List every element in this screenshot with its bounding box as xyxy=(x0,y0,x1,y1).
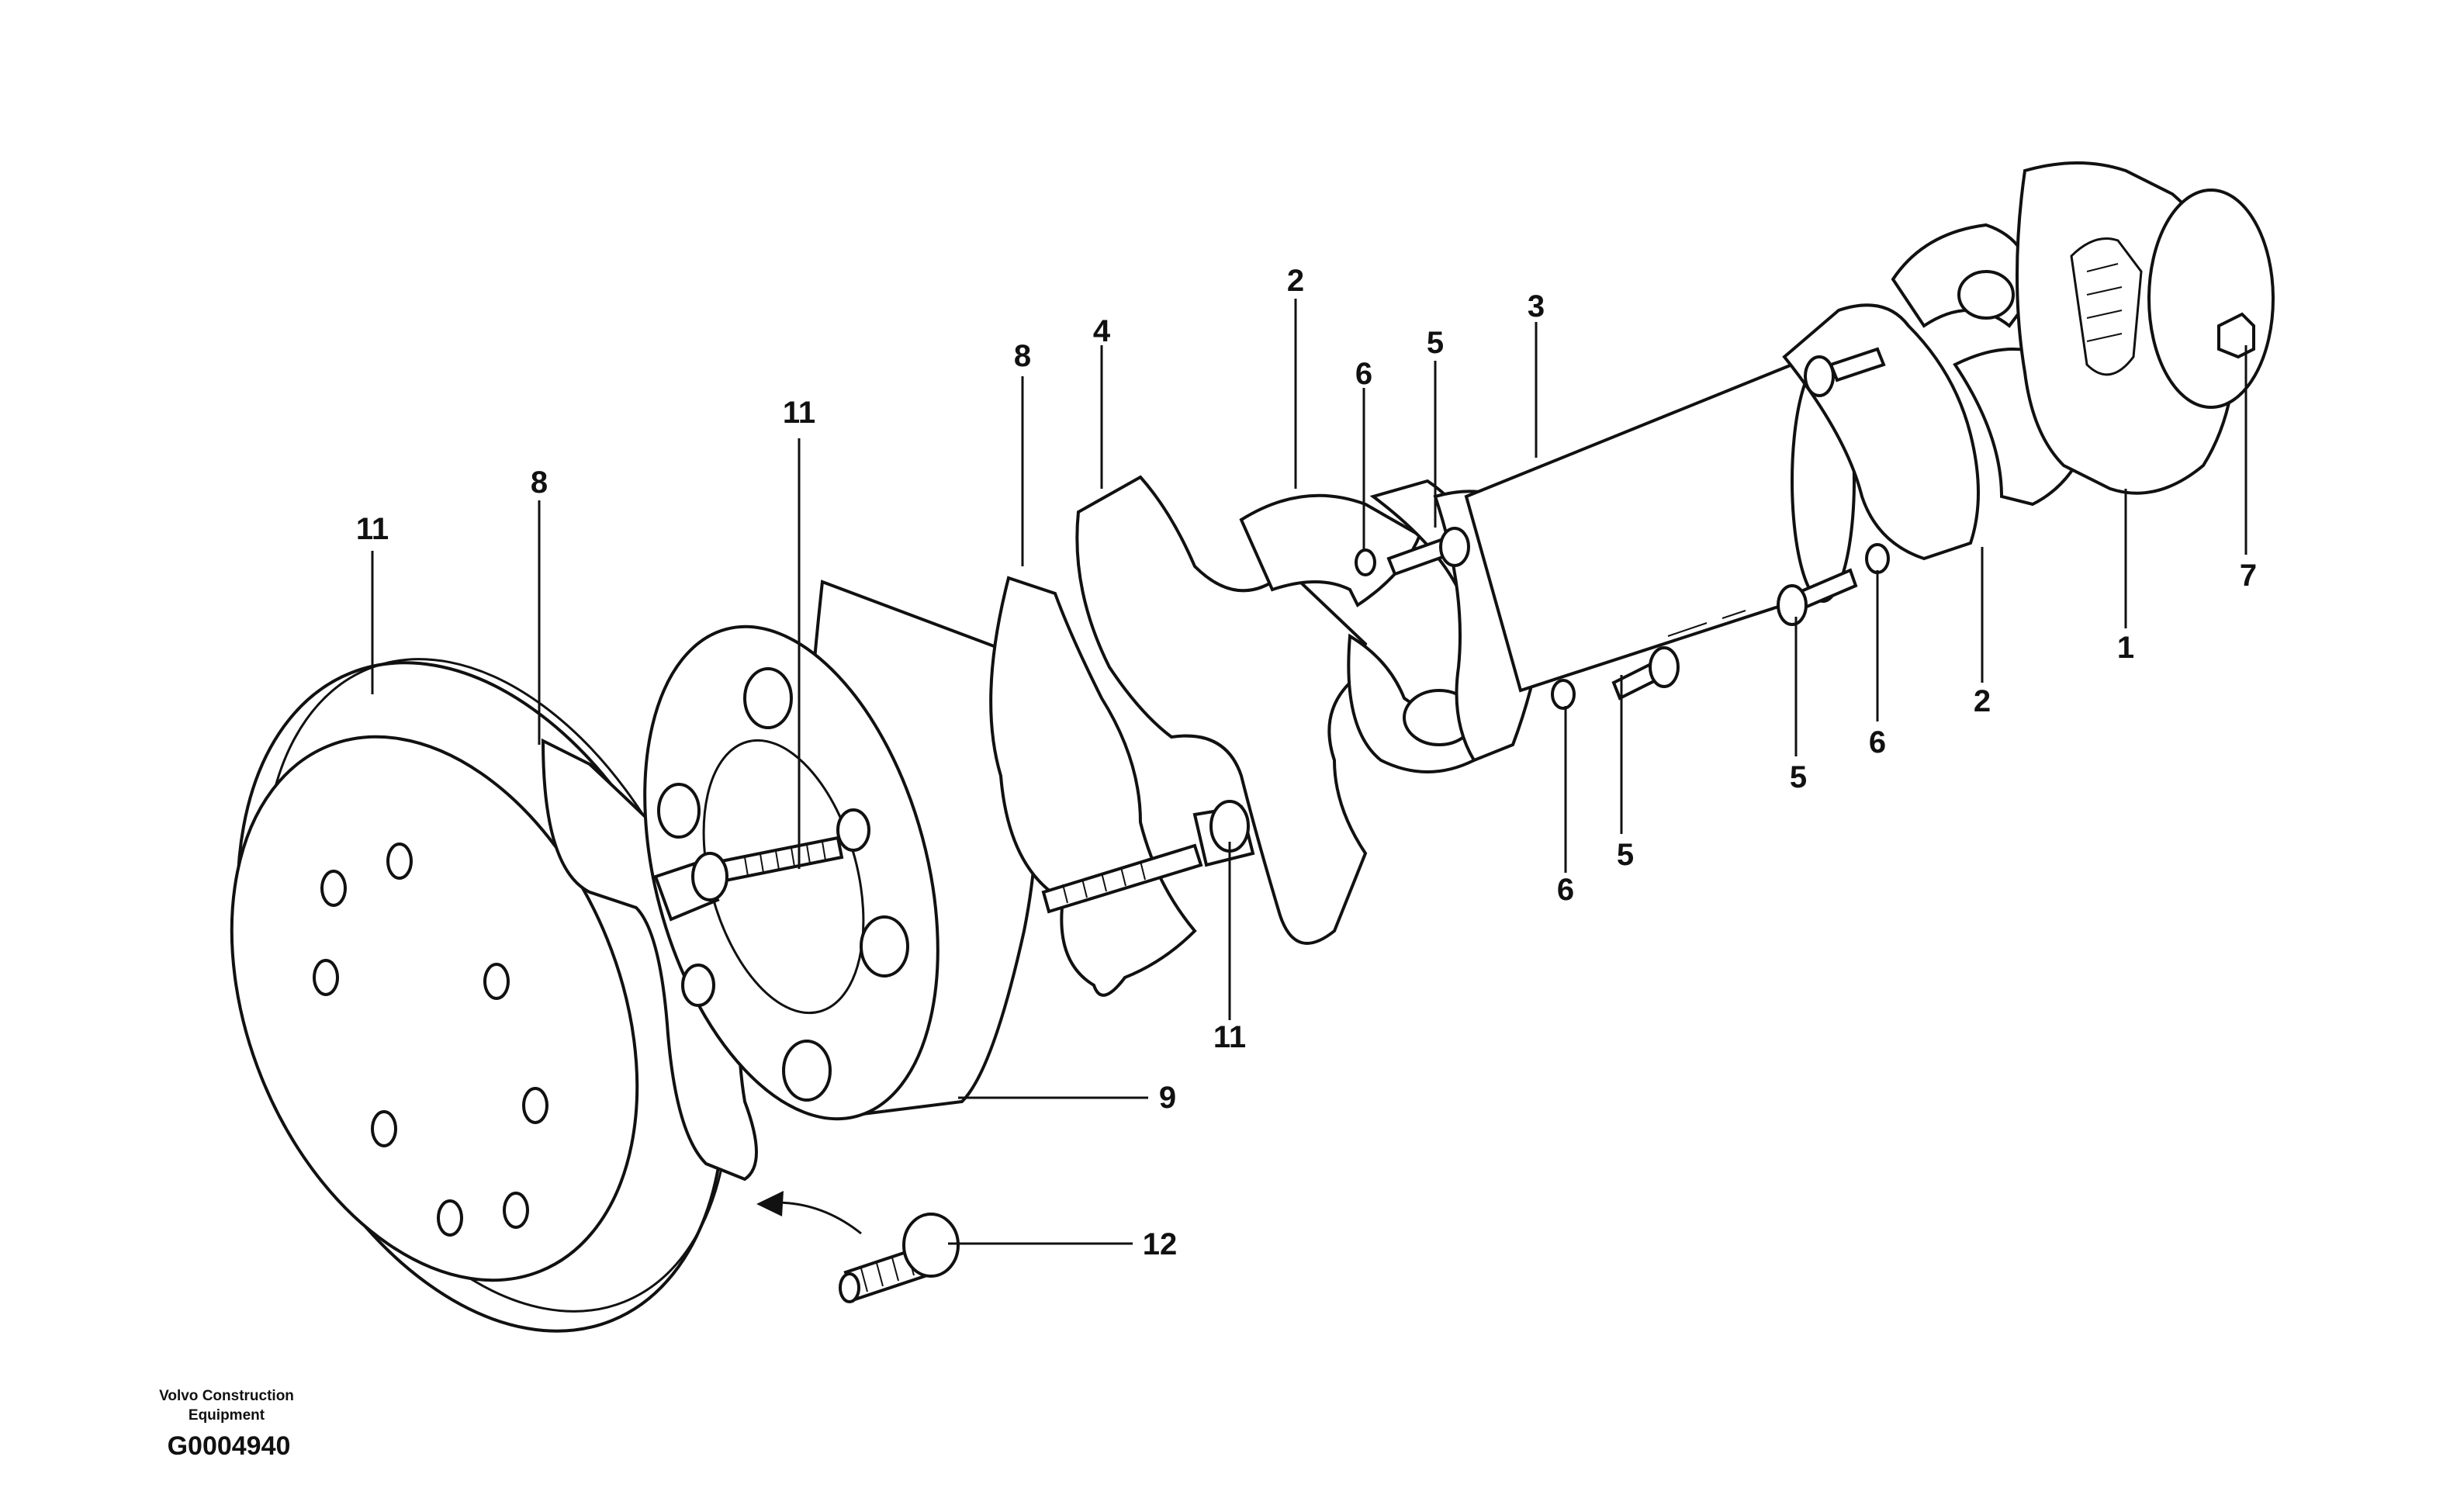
screw-part-12 xyxy=(839,1213,960,1303)
universal-joint-left-part-2 xyxy=(1239,479,1492,773)
adapter-plate-right-part-8 xyxy=(989,576,1197,997)
callout-2-top: 2 xyxy=(1287,264,1304,298)
callout-labels: 11 8 11 8 4 2 6 5 3 11 9 12 5 6 5 6 2 1 … xyxy=(356,264,2257,1261)
flange-yoke-part-4 xyxy=(1075,475,1368,945)
callout-2-right: 2 xyxy=(1974,684,1991,718)
callout-6-right: 6 xyxy=(1869,725,1886,759)
callout-6-top: 6 xyxy=(1355,357,1372,391)
drawing-number: G0004940 xyxy=(168,1431,291,1461)
coupling-housing-part-9 xyxy=(643,580,1038,1121)
leader-lines xyxy=(371,299,2247,1245)
callout-4: 4 xyxy=(1093,314,1111,348)
callout-5-right: 5 xyxy=(1790,760,1807,794)
callout-3: 3 xyxy=(1528,289,1545,324)
install-direction-arrow xyxy=(756,1191,862,1235)
washer-part-6-c xyxy=(1551,679,1576,710)
callout-9: 9 xyxy=(1159,1081,1176,1115)
disc-bolt-holes xyxy=(313,842,548,1237)
washer-part-6-b xyxy=(1865,543,1890,574)
socket-screw-part-5-c xyxy=(1777,568,1858,626)
callout-11-top: 11 xyxy=(783,396,815,430)
socket-screw-part-5-d xyxy=(1611,646,1680,701)
brand-line-1: Volvo Construction xyxy=(159,1388,294,1404)
callout-8-right: 8 xyxy=(1014,339,1031,373)
callout-8-left: 8 xyxy=(531,465,548,500)
stud-right-part-11 xyxy=(1041,800,1255,914)
companion-flange-part-1 xyxy=(2016,161,2275,495)
callout-7: 7 xyxy=(2240,559,2257,593)
footer-brand: Volvo Construction Equipment G0004940 xyxy=(159,1388,294,1461)
socket-screw-part-5-b xyxy=(1804,347,1886,397)
callout-12: 12 xyxy=(1143,1227,1178,1261)
callout-6-bottom: 6 xyxy=(1557,873,1574,907)
socket-screw-part-5-a xyxy=(1386,527,1470,576)
callout-5-bottom: 5 xyxy=(1617,838,1634,872)
callout-1: 1 xyxy=(2117,631,2134,665)
callout-10: 11 xyxy=(356,512,389,546)
callout-11-bottom: 11 xyxy=(1213,1020,1246,1054)
washer-part-6-a xyxy=(1355,548,1376,576)
brand-line-2: Equipment xyxy=(189,1407,265,1424)
callout-5-top: 5 xyxy=(1427,326,1444,360)
